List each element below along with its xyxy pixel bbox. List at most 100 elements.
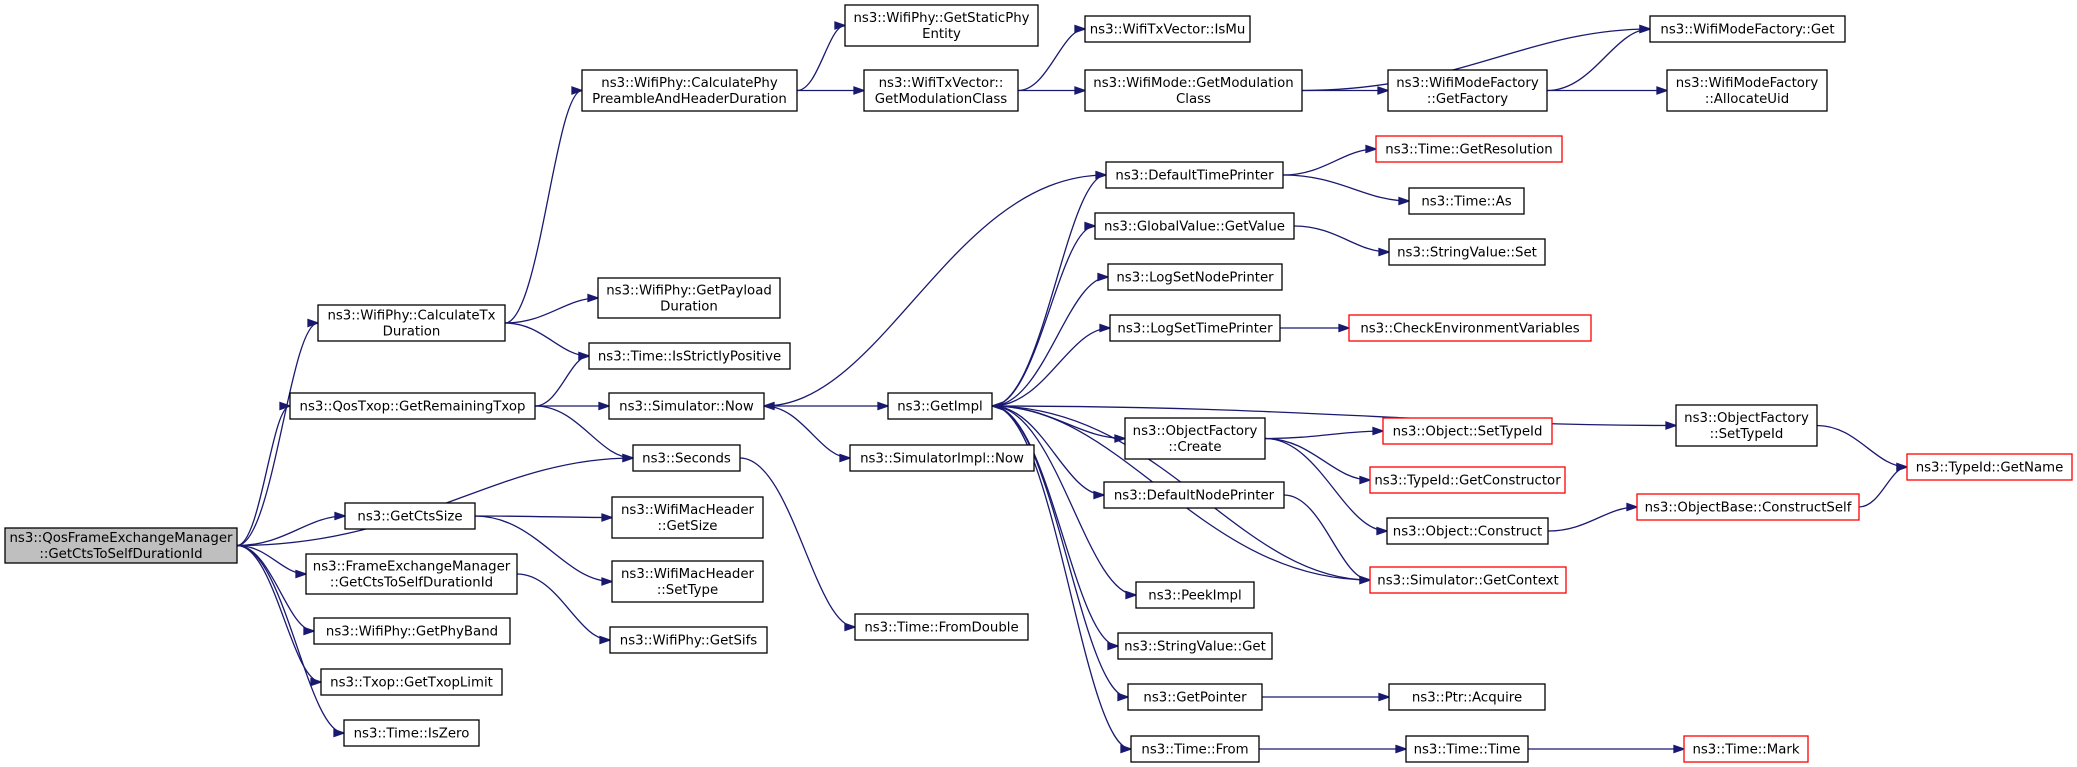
node-implNow[interactable]: ns3::SimulatorImpl::Now: [849, 444, 1035, 472]
node-box[interactable]: [344, 502, 476, 530]
node-box[interactable]: [1103, 481, 1285, 509]
node-box[interactable]: [611, 496, 764, 539]
node-modeMod[interactable]: ns3::WifiMode::GetModulationClass: [1084, 69, 1303, 112]
node-box[interactable]: [1127, 683, 1263, 711]
node-modClass[interactable]: ns3::WifiTxVector::GetModulationClass: [863, 69, 1019, 112]
node-box[interactable]: [1084, 15, 1251, 43]
node-remTxop[interactable]: ns3::QosTxop::GetRemainingTxop: [289, 392, 536, 420]
node-mfFactory[interactable]: ns3::WifiModeFactory::GetFactory: [1387, 69, 1548, 112]
node-box[interactable]: [1906, 453, 2073, 481]
node-sifs[interactable]: ns3::WifiPhy::GetSifs: [609, 626, 768, 654]
node-ctsSize[interactable]: ns3::GetCtsSize: [344, 502, 476, 530]
node-box[interactable]: [1094, 212, 1295, 240]
node-strictPos[interactable]: ns3::Time::IsStrictlyPositive: [588, 342, 791, 370]
node-getRes[interactable]: ns3::Time::GetResolution: [1375, 135, 1563, 163]
node-peek[interactable]: ns3::PeekImpl: [1135, 581, 1255, 609]
node-box[interactable]: [343, 719, 480, 747]
node-objCons[interactable]: ns3::Object::Construct: [1386, 517, 1549, 545]
node-txopLimit[interactable]: ns3::Txop::GetTxopLimit: [320, 668, 503, 696]
node-getImpl[interactable]: ns3::GetImpl: [887, 392, 993, 420]
node-box[interactable]: [1405, 735, 1529, 763]
node-box[interactable]: [1683, 735, 1809, 763]
node-box[interactable]: [1666, 69, 1828, 112]
node-box[interactable]: [1135, 581, 1255, 609]
node-fromDouble[interactable]: ns3::Time::FromDouble: [854, 613, 1029, 641]
node-timeTime[interactable]: ns3::Time::Time: [1405, 735, 1529, 763]
node-box[interactable]: [632, 444, 741, 472]
node-box[interactable]: [1130, 735, 1260, 763]
node-box[interactable]: [1387, 69, 1548, 112]
node-timeMark[interactable]: ns3::Time::Mark: [1683, 735, 1809, 763]
node-box[interactable]: [1348, 314, 1592, 342]
node-box[interactable]: [581, 69, 798, 112]
node-logTime[interactable]: ns3::LogSetTimePrinter: [1109, 314, 1281, 342]
node-obSelf[interactable]: ns3::ObjectBase::ConstructSelf: [1636, 493, 1860, 521]
node-box[interactable]: [1369, 566, 1567, 594]
node-box[interactable]: [313, 617, 511, 645]
node-isMu[interactable]: ns3::WifiTxVector::IsMu: [1084, 15, 1251, 43]
node-box[interactable]: [844, 4, 1039, 47]
node-simNow[interactable]: ns3::Simulator::Now: [608, 392, 765, 420]
node-box[interactable]: [849, 444, 1035, 472]
node-box[interactable]: [887, 392, 993, 420]
node-svSet[interactable]: ns3::StringValue::Set: [1388, 238, 1546, 266]
node-gvGet[interactable]: ns3::GlobalValue::GetValue: [1094, 212, 1295, 240]
node-box[interactable]: [1386, 517, 1549, 545]
node-defNode[interactable]: ns3::DefaultNodePrinter: [1103, 481, 1285, 509]
node-ofCreate[interactable]: ns3::ObjectFactory::Create: [1124, 417, 1266, 460]
node-ofSet[interactable]: ns3::ObjectFactory::SetTypeId: [1675, 404, 1818, 447]
node-box[interactable]: [289, 392, 536, 420]
node-box[interactable]: [1109, 314, 1281, 342]
node-feCts[interactable]: ns3::FrameExchangeManager::GetCtsToSelfD…: [305, 553, 518, 595]
node-box[interactable]: [608, 392, 765, 420]
node-svGet[interactable]: ns3::StringValue::Get: [1117, 632, 1273, 660]
node-seconds[interactable]: ns3::Seconds: [632, 444, 741, 472]
node-macType[interactable]: ns3::WifiMacHeader::SetType: [611, 560, 764, 603]
node-box[interactable]: [4, 527, 238, 564]
node-checkEnv[interactable]: ns3::CheckEnvironmentVariables: [1348, 314, 1592, 342]
node-ptrAcq[interactable]: ns3::Ptr::Acquire: [1388, 683, 1546, 711]
node-box[interactable]: [1388, 683, 1546, 711]
node-box[interactable]: [1369, 466, 1566, 494]
node-timeFrom[interactable]: ns3::Time::From: [1130, 735, 1260, 763]
node-box[interactable]: [863, 69, 1019, 112]
node-mfGet[interactable]: ns3::WifiModeFactory::Get: [1649, 15, 1846, 43]
node-macSize[interactable]: ns3::WifiMacHeader::GetSize: [611, 496, 764, 539]
node-tidName[interactable]: ns3::TypeId::GetName: [1906, 453, 2073, 481]
node-box[interactable]: [1675, 404, 1818, 447]
node-getPtr[interactable]: ns3::GetPointer: [1127, 683, 1263, 711]
node-box[interactable]: [1105, 161, 1284, 189]
node-mfUid[interactable]: ns3::WifiModeFactory::AllocateUid: [1666, 69, 1828, 112]
node-simCtx[interactable]: ns3::Simulator::GetContext: [1369, 566, 1567, 594]
node-box[interactable]: [854, 613, 1029, 641]
node-box[interactable]: [1124, 417, 1266, 460]
node-box[interactable]: [1084, 69, 1303, 112]
node-box[interactable]: [305, 553, 518, 595]
node-box[interactable]: [1636, 493, 1860, 521]
node-box[interactable]: [609, 626, 768, 654]
node-box[interactable]: [1649, 15, 1846, 43]
node-box[interactable]: [1117, 632, 1273, 660]
node-box[interactable]: [611, 560, 764, 603]
node-phyBand[interactable]: ns3::WifiPhy::GetPhyBand: [313, 617, 511, 645]
node-box[interactable]: [1107, 263, 1283, 291]
node-box[interactable]: [1408, 187, 1525, 215]
node-calcPre[interactable]: ns3::WifiPhy::CalculatePhyPreambleAndHea…: [581, 69, 798, 112]
node-box[interactable]: [1388, 238, 1546, 266]
node-logNode[interactable]: ns3::LogSetNodePrinter: [1107, 263, 1283, 291]
node-isZero[interactable]: ns3::Time::IsZero: [343, 719, 480, 747]
node-box[interactable]: [320, 668, 503, 696]
node-tidCons[interactable]: ns3::TypeId::GetConstructor: [1369, 466, 1566, 494]
node-timeAs[interactable]: ns3::Time::As: [1408, 187, 1525, 215]
node-box[interactable]: [1382, 417, 1553, 445]
node-box[interactable]: [317, 304, 506, 342]
node-objSet[interactable]: ns3::Object::SetTypeId: [1382, 417, 1553, 445]
node-box[interactable]: [597, 277, 781, 319]
node-box[interactable]: [588, 342, 791, 370]
node-box[interactable]: [1375, 135, 1563, 163]
node-defTime[interactable]: ns3::DefaultTimePrinter: [1105, 161, 1284, 189]
node-root[interactable]: ns3::QosFrameExchangeManager::GetCtsToSe…: [4, 527, 238, 564]
